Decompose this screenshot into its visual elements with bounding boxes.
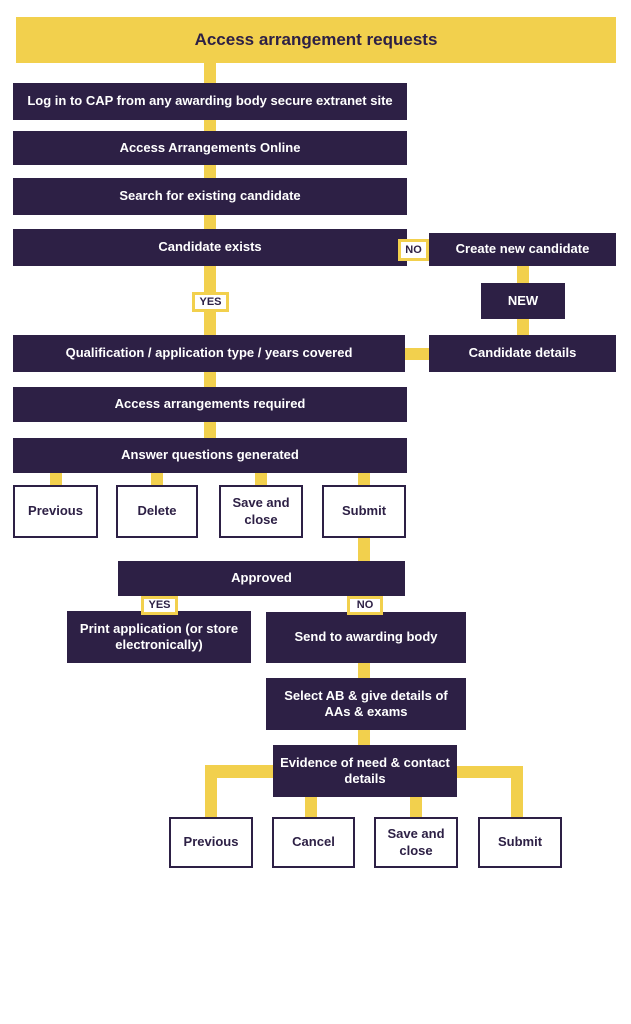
action-save-and-close-2: Save and close	[374, 817, 458, 868]
connector-evidence-left-horizontal	[205, 765, 285, 778]
action-delete: Delete	[116, 485, 198, 538]
action-save-and-close-1: Save and close	[219, 485, 303, 538]
connector-stub-save-2	[410, 797, 422, 817]
node-approved: Approved	[118, 561, 405, 596]
connector-stub-previous-1	[50, 473, 62, 485]
connector-stub-submit-1	[358, 473, 370, 485]
action-previous-1: Previous	[13, 485, 98, 538]
connector-qualification-to-details	[405, 348, 429, 360]
node-print-application: Print application (or store electronical…	[67, 611, 251, 663]
action-previous-2: Previous	[169, 817, 253, 868]
node-qualification: Qualification / application type / years…	[13, 335, 405, 372]
action-submit-1: Submit	[322, 485, 406, 538]
node-create-new-candidate: Create new candidate	[429, 233, 616, 266]
connector-stub-save-1	[255, 473, 267, 485]
node-search-candidate: Search for existing candidate	[13, 178, 407, 215]
node-send-to-awarding-body: Send to awarding body	[266, 612, 466, 663]
connector-stub-cancel	[305, 797, 317, 817]
node-access-arrangements-required: Access arrangements required	[13, 387, 407, 422]
node-candidate-exists: Candidate exists	[13, 229, 407, 266]
decision-label-no-1: NO	[398, 239, 429, 261]
node-select-ab: Select AB & give details of AAs & exams	[266, 678, 466, 730]
connector-send-to-select	[358, 663, 370, 678]
connector-evidence-right-horizontal	[445, 766, 523, 778]
node-candidate-details: Candidate details	[429, 335, 616, 372]
decision-label-yes-2: YES	[141, 596, 178, 615]
connector-submit-to-approved	[358, 538, 370, 561]
decision-label-yes-1: YES	[192, 292, 229, 312]
action-cancel: Cancel	[272, 817, 355, 868]
connector-stub-delete	[151, 473, 163, 485]
node-evidence: Evidence of need & contact details	[273, 745, 457, 797]
node-answer-questions-generated: Answer questions generated	[13, 438, 407, 473]
connector-select-to-evidence	[358, 730, 370, 745]
decision-label-no-2: NO	[347, 596, 383, 615]
node-login: Log in to CAP from any awarding body sec…	[13, 83, 407, 120]
node-access-arrangements-online: Access Arrangements Online	[13, 131, 407, 165]
page-title: Access arrangement requests	[16, 17, 616, 63]
connector-evidence-left-vertical	[205, 765, 217, 817]
connector-evidence-right-vertical	[511, 766, 523, 817]
node-new-step: NEW	[481, 283, 565, 319]
action-submit-2: Submit	[478, 817, 562, 868]
